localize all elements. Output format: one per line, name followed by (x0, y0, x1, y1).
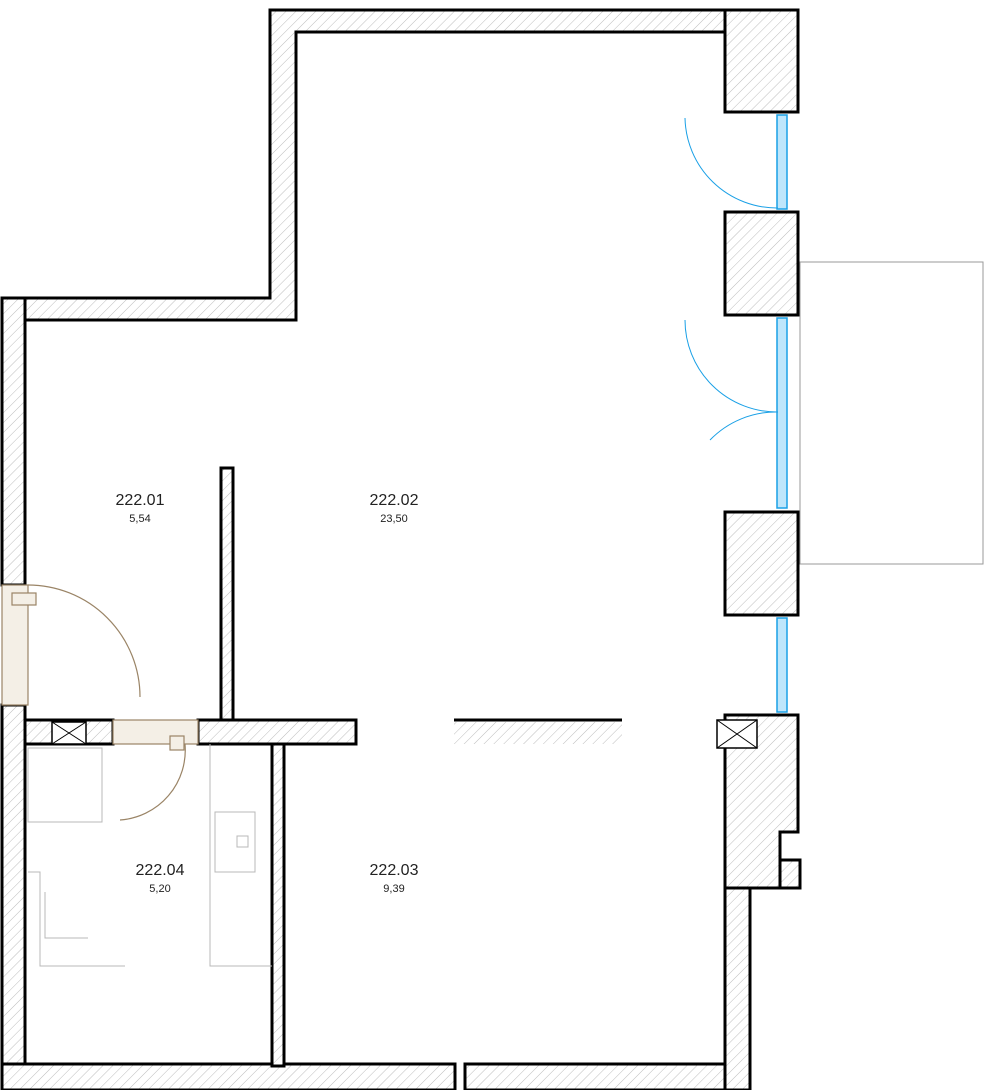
bathroom-fixtures (27, 744, 272, 967)
room-area: 9,39 (383, 883, 404, 895)
doors (1, 584, 199, 821)
room-area: 23,50 (380, 513, 408, 525)
room-label-222-03: 222.03 9,39 (370, 862, 419, 895)
room-label-222-04: 222.04 5,20 (136, 862, 185, 895)
room-number: 222.04 (136, 862, 185, 879)
balcony-outline (799, 261, 984, 565)
shafts (51, 719, 758, 749)
room-area: 5,54 (129, 513, 150, 525)
interior-walls (23, 466, 622, 1068)
room-number: 222.02 (370, 492, 419, 509)
room-area: 5,20 (149, 883, 170, 895)
room-number: 222.01 (116, 492, 165, 509)
room-label-222-02: 222.02 23,50 (370, 492, 419, 525)
exterior-walls (0, 8, 802, 1090)
room-label-222-01: 222.01 5,54 (116, 492, 165, 525)
window-glass (776, 114, 788, 713)
window-swings (684, 117, 779, 441)
room-number: 222.03 (370, 862, 419, 879)
